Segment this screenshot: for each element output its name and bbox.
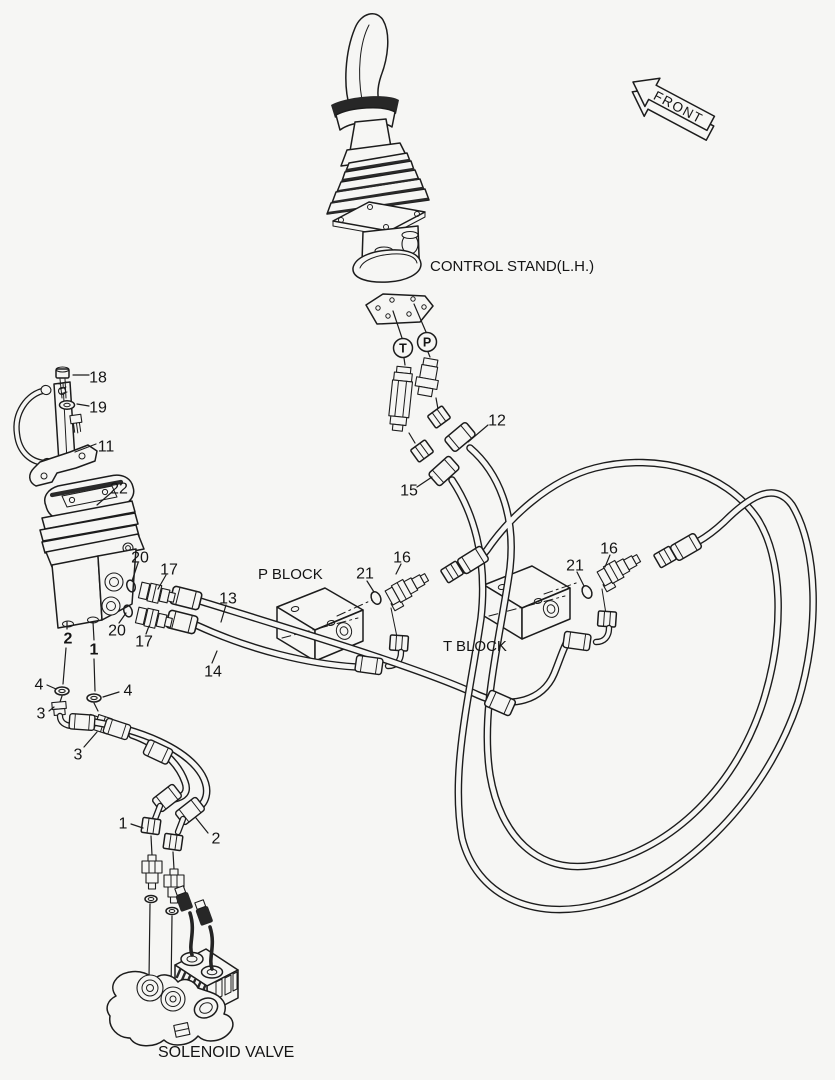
o-ring-adapter-a [144, 894, 158, 904]
port-circle-t [392, 337, 414, 359]
fitting-under-t [388, 365, 414, 432]
front-arrow: FRONT [631, 77, 716, 141]
coupling-1-nut [140, 816, 162, 836]
crimp-hose13-end [561, 630, 593, 652]
mount-bracket [13, 381, 98, 487]
part-label-20: 20 [131, 550, 149, 567]
solenoid-valve-caption: SOLENOID VALVE [158, 1044, 294, 1061]
part-label-4: 4 [35, 677, 44, 694]
coupling-2-nut [162, 832, 184, 852]
part-label-20: 20 [108, 623, 126, 640]
port-letter-p: P [423, 336, 431, 350]
bracket-stud [69, 413, 83, 434]
connector-plug-2 [194, 899, 213, 926]
part-label-16: 16 [393, 550, 411, 567]
fitting-17-a [137, 581, 176, 604]
part-label-21: 21 [356, 566, 374, 583]
crimp-fit3 [101, 717, 133, 741]
fitting-under-p [414, 357, 439, 398]
port-letter-t: T [399, 342, 407, 356]
fitting-17-b [134, 606, 173, 629]
part-label-1: 1 [90, 642, 99, 659]
hose-13 [196, 597, 570, 706]
part-label-14: 14 [204, 664, 222, 681]
adapter-b [163, 868, 185, 904]
valve-bottom-stub [173, 1022, 191, 1038]
control-stand-caption: CONTROL STAND(L.H.) [430, 258, 594, 275]
fitting-16-t [596, 554, 642, 593]
o-ring-21-p [370, 591, 382, 605]
o-ring-4-left [54, 686, 70, 696]
o-ring-20-b [123, 604, 133, 618]
joystick-grip [345, 12, 389, 109]
o-ring-20-a [126, 579, 136, 593]
part-label-2: 2 [64, 631, 73, 648]
part-label-21: 21 [566, 558, 584, 575]
part-label-1: 1 [119, 816, 128, 833]
stand-nut-t [409, 438, 435, 464]
gasket-plate [365, 293, 434, 325]
part-label-19: 19 [89, 400, 107, 417]
bellows [326, 152, 430, 215]
part-label-11: 11 [98, 439, 115, 456]
part-label-12: 12 [488, 413, 506, 430]
elbow-under-t-block [592, 610, 618, 646]
crimp-elbow3 [68, 712, 96, 732]
valve-side-port [193, 997, 219, 1019]
reservoir [39, 474, 145, 629]
part-label-2: 2 [212, 831, 221, 848]
leader-lines [46, 374, 611, 834]
part-label-3: 3 [37, 706, 46, 723]
stand-flange [332, 201, 426, 237]
p-block-caption: P BLOCK [258, 566, 323, 583]
part-label-3: 3 [74, 747, 83, 764]
o-ring-adapter-b [165, 906, 179, 916]
o-ring-21-t [581, 585, 593, 599]
solenoid-wire-1 [188, 911, 195, 957]
hose-14 [192, 621, 360, 671]
part-label-17: 17 [160, 562, 178, 579]
part-label-18: 18 [89, 370, 107, 387]
adapter-a [141, 854, 163, 890]
solenoid-valve [106, 885, 239, 1047]
washer-19 [58, 400, 76, 410]
crimp-hose14-end [353, 654, 385, 676]
part-label-16: 16 [600, 541, 618, 558]
part-label-15: 15 [400, 483, 418, 500]
port-circle-p [416, 331, 438, 353]
stand-nut-p [426, 404, 452, 430]
grip-boot-band [331, 96, 399, 118]
o-ring-4-right [86, 693, 102, 703]
fitting-16-p [384, 573, 430, 612]
hose-15 [448, 476, 817, 914]
part-label-13: 13 [219, 591, 237, 608]
stand-lower-body [352, 225, 422, 283]
part-label-22: 22 [110, 481, 128, 498]
hose-12 [461, 444, 782, 871]
bolt-18 [55, 366, 70, 399]
t-block-caption: T BLOCK [443, 638, 507, 655]
part-label-17: 17 [135, 634, 153, 651]
connector-plug-1 [174, 885, 193, 912]
control-stand [326, 12, 430, 283]
part-label-4: 4 [124, 683, 133, 700]
solenoid-wire-2 [208, 925, 215, 971]
